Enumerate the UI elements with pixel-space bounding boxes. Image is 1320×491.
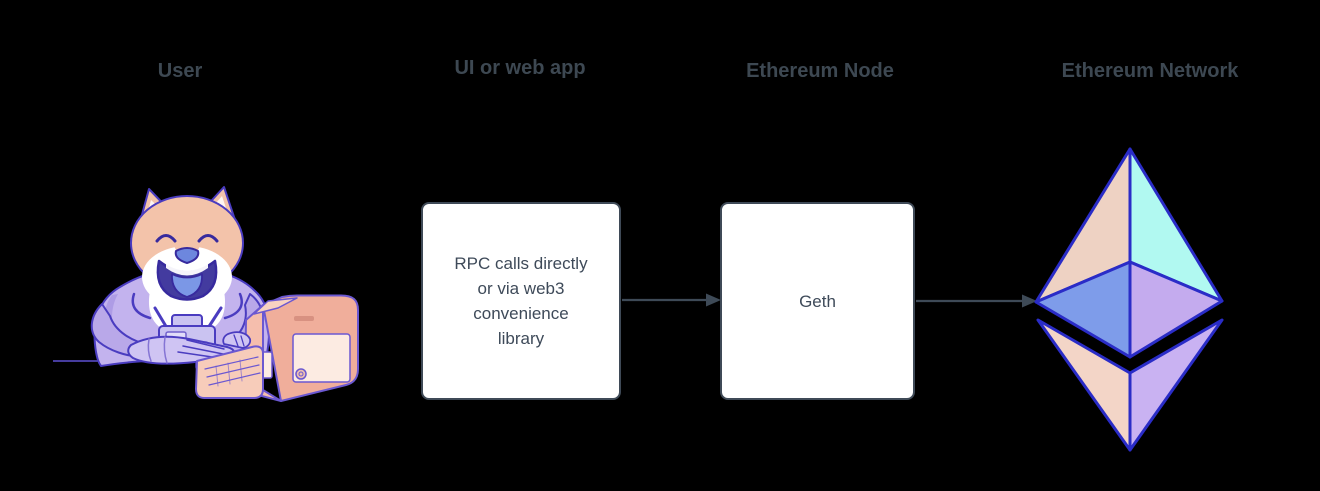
monitor-panel bbox=[292, 333, 351, 383]
arrow-head bbox=[706, 293, 721, 307]
retro-computer-icon bbox=[195, 294, 359, 402]
column-header-ethereum-network: Ethereum Network bbox=[1061, 60, 1239, 82]
glove-seams bbox=[147, 336, 168, 364]
monitor-fan-port bbox=[295, 368, 307, 380]
eth-face-mid-right bbox=[1128, 260, 1224, 359]
doge-teeth bbox=[166, 263, 208, 276]
geth-box: Geth bbox=[720, 202, 915, 400]
doge-nose bbox=[174, 247, 200, 264]
monitor-top-bevel bbox=[253, 297, 298, 315]
column-header-user: User bbox=[157, 60, 203, 82]
monitor-fan-port-inner bbox=[298, 371, 304, 377]
doge-left-eye bbox=[155, 234, 177, 243]
monitor-vent-slot bbox=[294, 316, 314, 321]
keyboard-key-cols bbox=[215, 359, 243, 387]
arrow-node-to-network-icon bbox=[916, 294, 1037, 308]
arrow-head bbox=[1022, 294, 1037, 308]
ethereum-logo-icon bbox=[1034, 147, 1224, 452]
rpc-calls-box: RPC calls directly or via web3 convenien… bbox=[421, 202, 621, 400]
doge-right-eye bbox=[197, 234, 219, 243]
paw-finger-lines bbox=[233, 334, 245, 347]
chest-box-straps bbox=[153, 306, 223, 330]
arrow-ui-to-node-icon bbox=[622, 293, 721, 307]
doge-tongue bbox=[171, 273, 203, 298]
doge-collar bbox=[131, 292, 243, 320]
eth-reflection-right bbox=[1128, 318, 1224, 452]
doge-astronaut-icon bbox=[90, 186, 271, 370]
column-header-ethereum-node: Ethereum Node bbox=[746, 60, 894, 82]
column-header-ui-or-web-app: UI or web app bbox=[454, 57, 586, 79]
